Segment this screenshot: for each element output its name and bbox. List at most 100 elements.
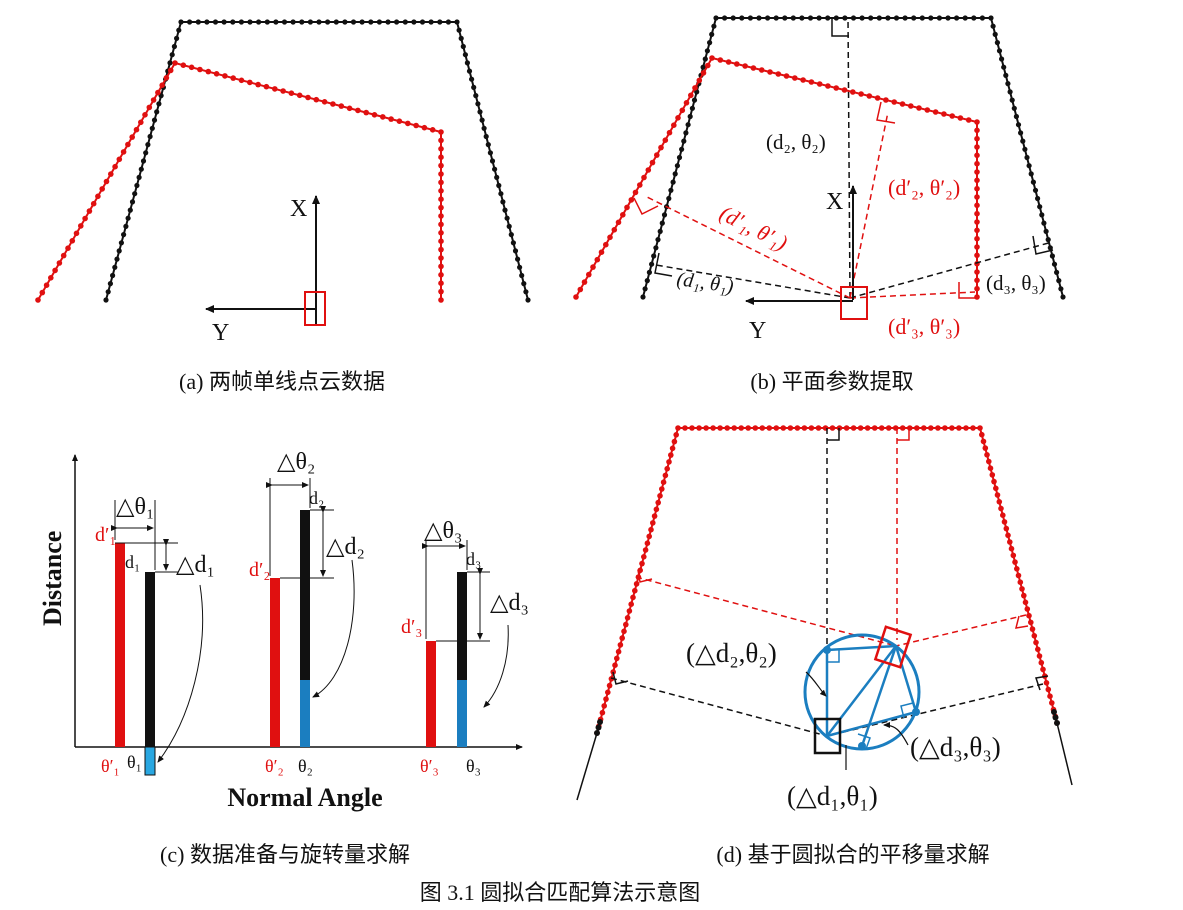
scan-point — [188, 64, 195, 71]
scan-point — [454, 19, 460, 25]
red-normals — [644, 111, 976, 299]
scan-point — [35, 297, 41, 303]
scan-point — [1043, 228, 1049, 234]
scan-point — [624, 204, 630, 211]
scan-point — [1051, 261, 1058, 267]
scan-point — [671, 438, 678, 445]
scan-point — [512, 248, 519, 254]
scan-point — [790, 15, 796, 21]
scan-point — [212, 19, 219, 25]
scan-point — [163, 75, 170, 81]
scan-point — [765, 15, 771, 21]
scan-point — [676, 154, 683, 161]
scan-point — [659, 220, 665, 226]
scan-point — [1047, 693, 1053, 699]
scan-point — [646, 533, 652, 540]
scan-point — [864, 425, 871, 431]
scan-point — [775, 71, 782, 77]
scan-point — [123, 223, 129, 229]
scan-point — [458, 35, 464, 42]
scan-point — [696, 77, 703, 84]
scan-point — [1022, 599, 1029, 606]
scan-point — [662, 137, 669, 143]
scan-point — [1036, 653, 1043, 659]
scan-point — [429, 127, 436, 133]
scan-point — [222, 73, 228, 79]
scan-point — [299, 19, 305, 25]
scan-point — [155, 89, 161, 96]
scan-point — [487, 150, 493, 156]
scan-point — [595, 724, 602, 731]
scan-point — [657, 228, 663, 234]
scan-point — [290, 19, 296, 25]
scan-point — [624, 615, 631, 621]
scan-point — [971, 15, 977, 21]
red-point-cloud — [35, 60, 444, 303]
bar-black — [145, 572, 155, 747]
scan-point — [138, 166, 144, 172]
scan-point — [756, 15, 762, 21]
scan-point — [178, 19, 184, 25]
x-axis-label: X — [290, 196, 307, 222]
scan-point — [885, 425, 892, 431]
scan-point — [325, 19, 331, 25]
scan-point — [1049, 253, 1055, 259]
scan-point — [108, 171, 114, 177]
scan-point — [630, 594, 636, 601]
black-point-cloud — [640, 15, 1066, 300]
scan-point — [996, 499, 1003, 505]
scan-point — [974, 185, 980, 192]
scan-point — [151, 117, 158, 123]
scan-point — [782, 15, 788, 21]
scan-point — [438, 137, 444, 144]
scan-point — [462, 52, 468, 58]
scan-point — [991, 478, 997, 485]
scan-point — [666, 195, 672, 202]
scan-point — [515, 256, 521, 262]
scan-point — [594, 256, 601, 263]
scan-point — [438, 154, 444, 160]
scan-point — [866, 93, 873, 99]
scan-point — [525, 297, 531, 303]
scan-point — [523, 289, 529, 295]
bar-group-2: △θ₂ △d₂ d′₂ d₂ θ′₂ θ₂ — [249, 449, 365, 776]
scan-point — [39, 289, 46, 296]
scan-point — [919, 15, 925, 21]
origin-red-box — [873, 625, 913, 669]
scan-point — [519, 272, 525, 279]
red-point-cloud — [573, 55, 980, 300]
scan-point — [637, 182, 643, 188]
scan-point — [496, 182, 502, 189]
scan-point — [577, 286, 584, 293]
scan-point — [668, 452, 674, 458]
scan-point — [974, 277, 980, 284]
bar-red — [115, 543, 125, 747]
scan-point — [492, 166, 498, 172]
bar-group-3: △θ₃ △d₃ d′₃ d₃ θ′₃ θ₃ — [401, 518, 529, 776]
scan-point — [979, 15, 986, 21]
scan-point — [619, 635, 625, 641]
scan-point — [681, 138, 687, 144]
scan-point — [195, 19, 201, 25]
scan-point — [800, 77, 806, 83]
scan-point — [689, 425, 695, 431]
scan-point — [974, 119, 980, 125]
scan-point — [722, 15, 728, 21]
scan-point — [617, 642, 624, 648]
scan-point — [766, 425, 773, 431]
scan-point — [692, 85, 698, 91]
scan-point — [273, 19, 279, 25]
scan-point — [280, 88, 286, 94]
scan-point — [696, 425, 702, 431]
scan-point — [1013, 113, 1020, 120]
y-axis-label: Y — [212, 320, 229, 346]
scan-point — [438, 129, 444, 135]
scan-point — [485, 142, 491, 148]
scan-point — [1032, 187, 1039, 193]
red-normals — [635, 428, 1027, 647]
x-axis-label: X — [826, 189, 843, 215]
scan-point — [438, 288, 444, 295]
scan-point — [668, 187, 674, 193]
scan-point — [169, 52, 175, 58]
scan-point — [615, 648, 622, 655]
